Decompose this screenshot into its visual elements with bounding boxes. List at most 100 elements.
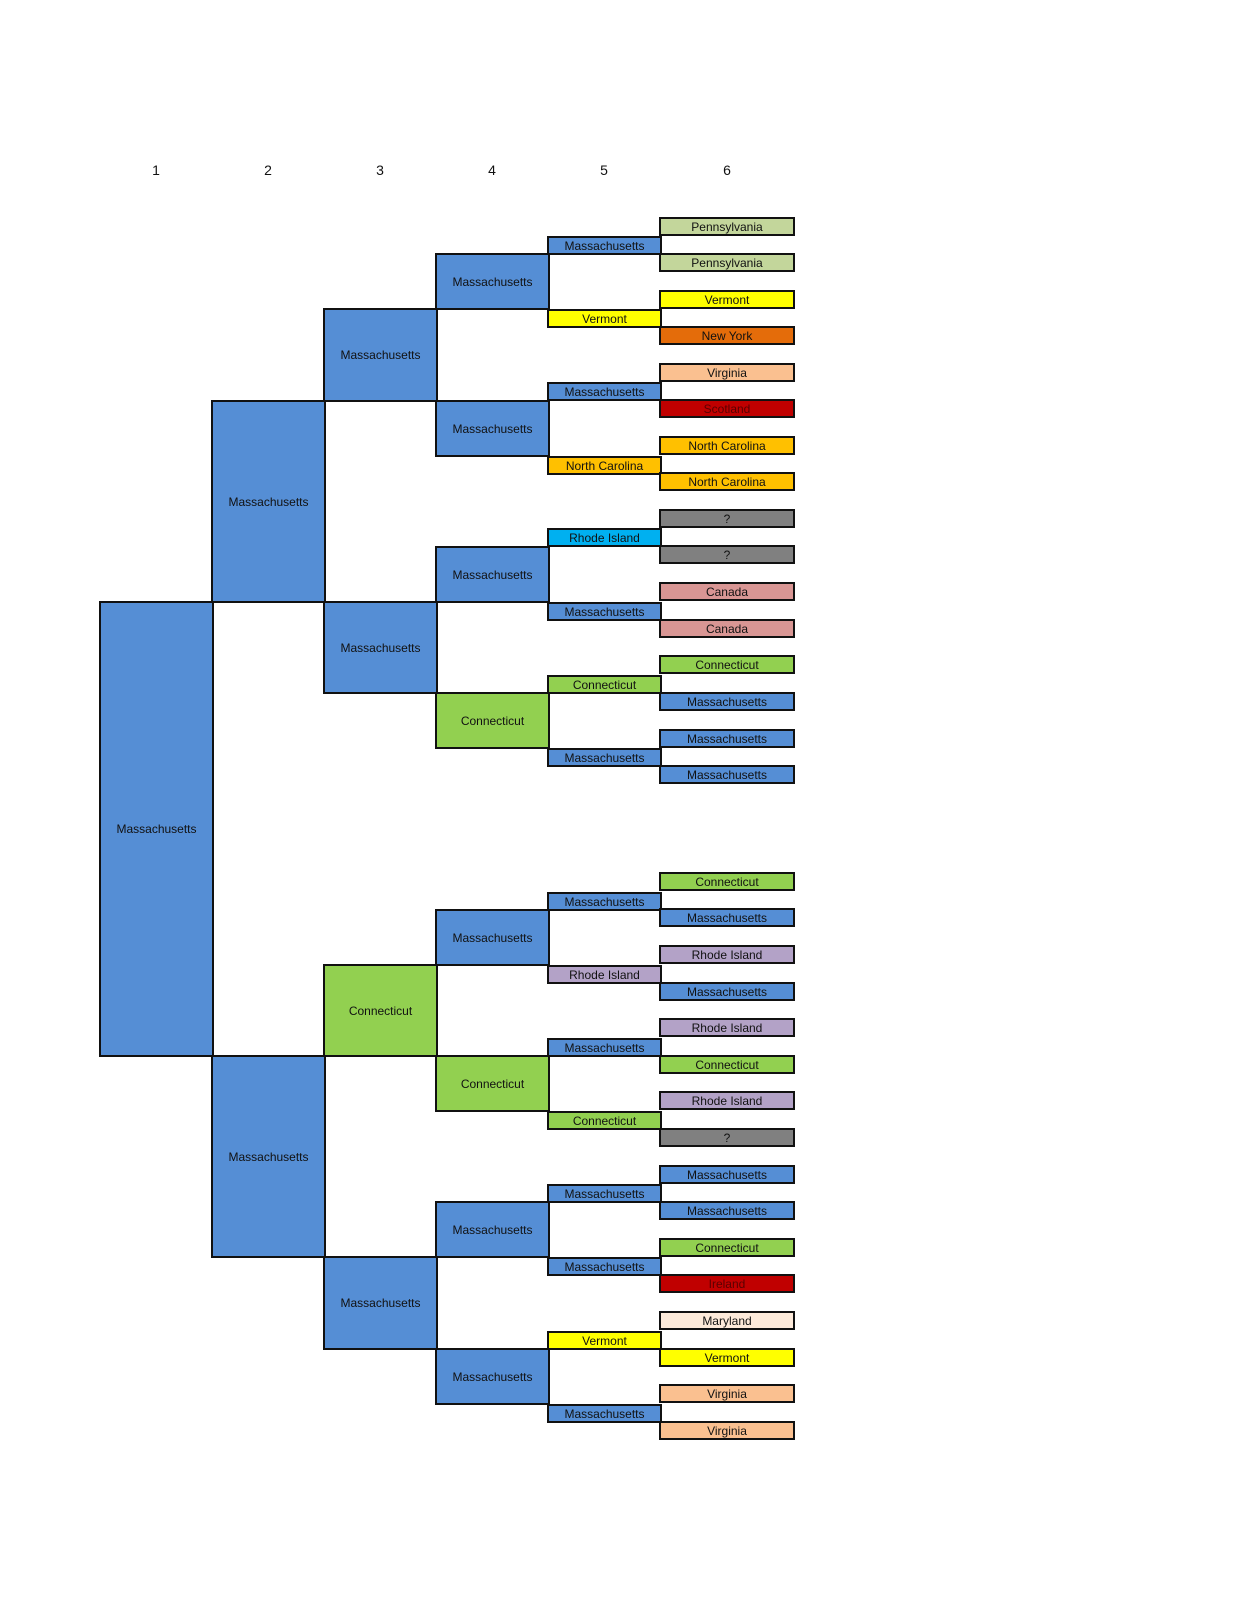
ancestor-box-gen6: ? (659, 509, 795, 528)
ancestor-box-gen1: Massachusetts (99, 601, 214, 1057)
ancestor-box-gen6: Canada (659, 619, 795, 638)
ancestor-origin-label: Connecticut (460, 713, 525, 728)
ancestor-origin-label: Massachusetts (686, 984, 768, 999)
ancestor-origin-label: Massachusetts (564, 604, 645, 619)
generation-header: 5 (600, 162, 608, 178)
ancestor-box-gen3: Massachusetts (323, 1256, 438, 1350)
ancestor-origin-label: Massachusetts (564, 1040, 645, 1055)
ancestor-origin-label: Massachusetts (452, 421, 533, 436)
ancestor-box-gen5: Rhode Island (547, 965, 662, 984)
ancestor-origin-label: Rhode Island (691, 1020, 763, 1035)
ancestor-box-gen5: Massachusetts (547, 1038, 662, 1057)
ancestor-origin-label: Massachusetts (340, 348, 421, 362)
ancestor-origin-label: Vermont (582, 1333, 627, 1348)
ancestor-origin-label: Pennsylvania (691, 219, 763, 234)
ancestor-origin-label: Pennsylvania (691, 255, 763, 270)
ancestor-box-gen6: New York (659, 326, 795, 345)
ancestor-box-gen4: Connecticut (435, 1055, 550, 1112)
ancestor-box-gen6: Connecticut (659, 872, 795, 891)
ancestor-origin-label: Massachusetts (564, 1406, 645, 1421)
ancestor-box-gen4: Massachusetts (435, 1201, 550, 1258)
ancestor-origin-label: Massachusetts (564, 750, 645, 765)
ancestor-box-gen3: Connecticut (323, 964, 438, 1057)
ancestor-origin-label: Vermont (582, 311, 627, 326)
ancestor-origin-label: Connecticut (695, 874, 759, 889)
ancestor-box-gen5: Massachusetts (547, 1184, 662, 1203)
ancestor-box-gen5: Connecticut (547, 1111, 662, 1130)
ancestor-box-gen5: Massachusetts (547, 236, 662, 255)
ancestor-origin-label: Virginia (707, 1423, 747, 1438)
ancestor-origin-label: Maryland (702, 1313, 752, 1328)
ancestor-origin-label: ? (723, 511, 731, 526)
ancestor-origin-label: Massachusetts (686, 910, 768, 925)
ancestor-box-gen6: Scotland (659, 399, 795, 418)
ancestor-origin-label: Connecticut (348, 1003, 413, 1018)
ancestor-origin-label: Massachusetts (686, 1203, 768, 1218)
ancestor-box-gen6: ? (659, 545, 795, 564)
ancestor-origin-label: Massachusetts (228, 494, 309, 509)
ancestor-box-gen6: Rhode Island (659, 1018, 795, 1037)
ancestor-origin-label: Massachusetts (228, 1149, 309, 1164)
ancestor-box-gen6: ? (659, 1128, 795, 1147)
ancestor-box-gen5: Massachusetts (547, 1257, 662, 1276)
ancestor-origin-label: Massachusetts (564, 238, 645, 253)
generation-header: 2 (264, 162, 272, 178)
ancestor-origin-label: Massachusetts (340, 1296, 421, 1310)
ancestor-origin-label: North Carolina (688, 438, 766, 453)
ancestor-box-gen6: Pennsylvania (659, 253, 795, 272)
ancestor-box-gen6: North Carolina (659, 472, 795, 491)
ancestor-box-gen6: Connecticut (659, 1055, 795, 1074)
ancestor-box-gen5: Rhode Island (547, 528, 662, 547)
ancestor-origin-label: Connecticut (695, 1240, 759, 1255)
ancestor-box-gen2: Massachusetts (211, 400, 326, 603)
ancestor-box-gen4: Massachusetts (435, 400, 550, 457)
ancestor-box-gen6: Connecticut (659, 655, 795, 674)
ancestor-box-gen4: Massachusetts (435, 1348, 550, 1405)
ancestor-origin-label: ? (723, 547, 731, 562)
ancestor-origin-label: Connecticut (460, 1076, 525, 1091)
ancestor-box-gen6: Maryland (659, 1311, 795, 1330)
ancestor-origin-label: Massachusetts (452, 1369, 533, 1384)
ancestor-box-gen6: Canada (659, 582, 795, 601)
ancestor-box-gen5: North Carolina (547, 456, 662, 475)
ancestor-origin-label: Massachusetts (340, 640, 421, 655)
ancestor-origin-label: Vermont (704, 1350, 750, 1365)
ancestor-origin-label: Ireland (708, 1276, 746, 1291)
ancestor-origin-label: Connecticut (695, 1057, 759, 1072)
ancestor-origin-label: Connecticut (572, 677, 637, 692)
ancestor-box-gen5: Vermont (547, 1331, 662, 1350)
ancestor-box-gen4: Massachusetts (435, 253, 550, 310)
ancestor-box-gen6: Massachusetts (659, 982, 795, 1001)
ancestor-box-gen4: Connecticut (435, 692, 550, 749)
ancestor-origin-label: Massachusetts (564, 384, 645, 399)
ancestor-origin-label: Rhode Island (691, 1093, 763, 1108)
ancestor-origin-label: Vermont (704, 292, 750, 307)
ancestor-box-gen6: Rhode Island (659, 1091, 795, 1110)
ancestor-origin-label: Connecticut (695, 657, 759, 672)
ancestor-box-gen6: Massachusetts (659, 1165, 795, 1184)
ancestor-origin-label: Massachusetts (686, 1167, 768, 1182)
ancestor-box-gen5: Massachusetts (547, 892, 662, 911)
ancestor-origin-label: Massachusetts (564, 1259, 645, 1274)
ancestor-box-gen6: Massachusetts (659, 908, 795, 927)
ancestor-box-gen5: Vermont (547, 309, 662, 328)
ancestor-box-gen6: Virginia (659, 363, 795, 382)
ancestor-box-gen4: Massachusetts (435, 546, 550, 603)
ancestor-box-gen5: Massachusetts (547, 748, 662, 767)
ancestor-box-gen6: Massachusetts (659, 729, 795, 748)
ancestor-box-gen6: Vermont (659, 290, 795, 309)
ancestor-origin-label: Rhode Island (691, 947, 763, 962)
ancestor-origin-label: Canada (705, 621, 749, 636)
ancestor-box-gen6: Rhode Island (659, 945, 795, 964)
ancestor-origin-label: Massachusetts (564, 894, 645, 909)
ancestor-origin-label: ? (723, 1130, 731, 1145)
generation-header: 4 (488, 162, 496, 178)
ancestor-origin-label: Scotland (703, 401, 751, 416)
ancestor-box-gen4: Massachusetts (435, 909, 550, 966)
ancestor-origin-label: Rhode Island (569, 967, 640, 982)
generation-header: 3 (376, 162, 384, 178)
ancestor-box-gen6: Connecticut (659, 1238, 795, 1257)
ancestor-box-gen5: Connecticut (547, 675, 662, 694)
ancestor-box-gen6: Ireland (659, 1274, 795, 1293)
ancestor-origin-label: Virginia (707, 1386, 747, 1401)
